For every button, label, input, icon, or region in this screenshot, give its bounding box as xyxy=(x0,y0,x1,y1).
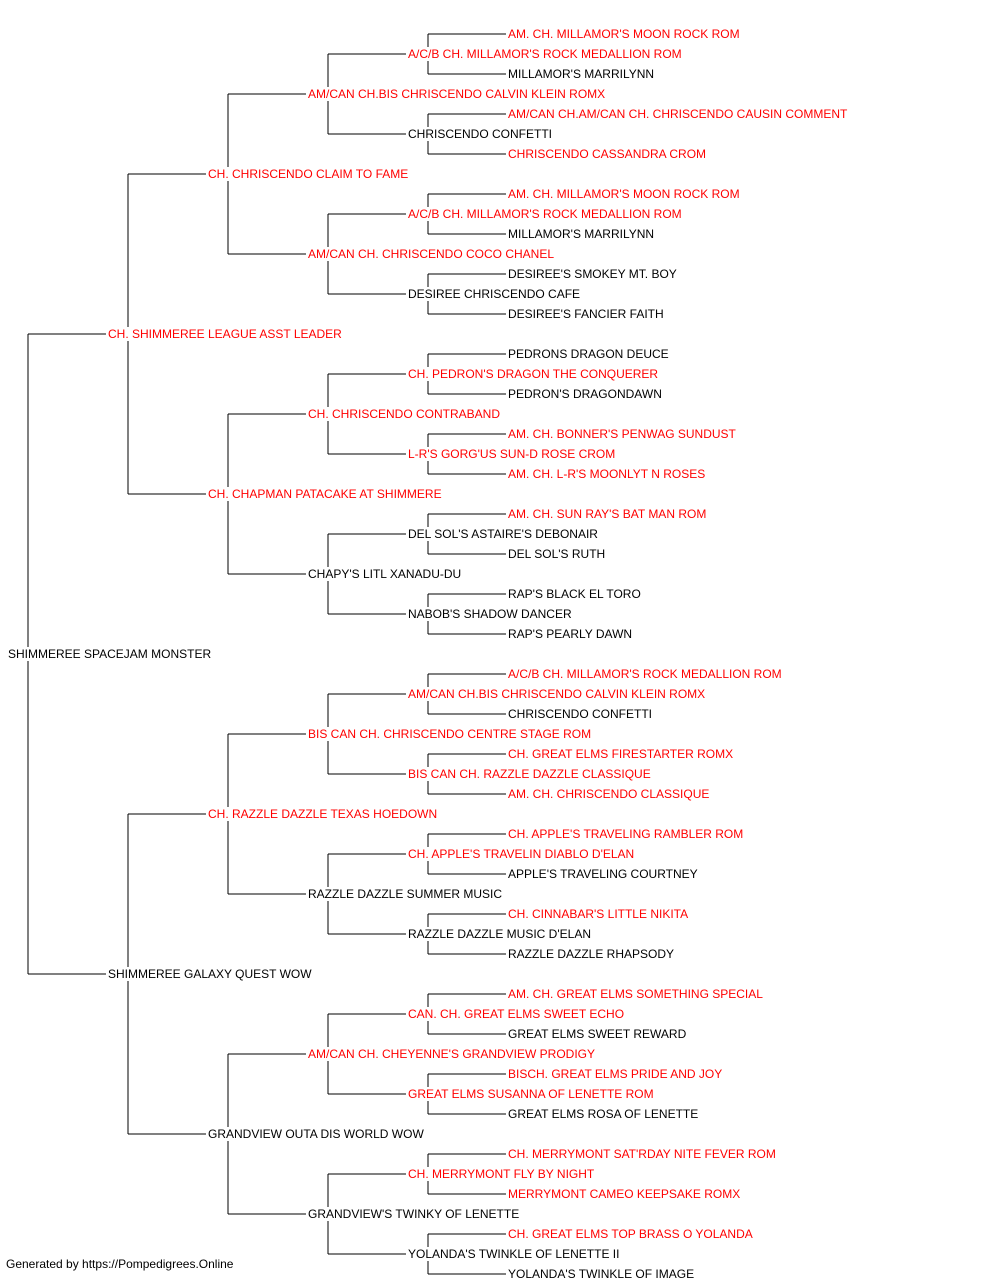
dog-ggg-grandparent-name[interactable]: CH. GREAT ELMS FIRESTARTER ROMX xyxy=(506,747,736,761)
dog-great-grandparent-name[interactable]: AM/CAN CH. CHEYENNE'S GRANDVIEW PRODIGY xyxy=(306,1047,597,1061)
dog-ggg-grandparent-name[interactable]: AM. CH. GREAT ELMS SOMETHING SPECIAL xyxy=(506,987,765,1001)
dog-ggg-grandparent-name[interactable]: RAP'S PEARLY DAWN xyxy=(506,627,635,641)
dog-grandparent-name[interactable]: CH. CHAPMAN PATACAKE AT SHIMMERE xyxy=(206,487,444,501)
dog-gg-grandparent-name[interactable]: BIS CAN CH. RAZZLE DAZZLE CLASSIQUE xyxy=(406,767,653,781)
dog-great-grandparent-name[interactable]: AM/CAN CH. CHRISCENDO COCO CHANEL xyxy=(306,247,557,261)
dog-gg-grandparent-name[interactable]: CH. PEDRON'S DRAGON THE CONQUERER xyxy=(406,367,661,381)
dog-ggg-grandparent-name[interactable]: AM. CH. BONNER'S PENWAG SUNDUST xyxy=(506,427,738,441)
dog-parent-name[interactable]: CH. SHIMMEREE LEAGUE ASST LEADER xyxy=(106,327,344,341)
dog-gg-grandparent-name[interactable]: NABOB'S SHADOW DANCER xyxy=(406,607,574,621)
dog-gg-grandparent-name[interactable]: CH. MERRYMONT FLY BY NIGHT xyxy=(406,1167,597,1181)
dog-ggg-grandparent-name[interactable]: CH. APPLE'S TRAVELING RAMBLER ROM xyxy=(506,827,746,841)
dog-grandparent-name[interactable]: CH. RAZZLE DAZZLE TEXAS HOEDOWN xyxy=(206,807,440,821)
dog-ggg-grandparent-name[interactable]: CH. MERRYMONT SAT'RDAY NITE FEVER ROM xyxy=(506,1147,778,1161)
dog-ggg-grandparent-name[interactable]: A/C/B CH. MILLAMOR'S ROCK MEDALLION ROM xyxy=(506,667,784,681)
dog-gg-grandparent-name[interactable]: CH. APPLE'S TRAVELIN DIABLO D'ELAN xyxy=(406,847,637,861)
dog-gg-grandparent-name[interactable]: DESIREE CHRISCENDO CAFE xyxy=(406,287,583,301)
dog-ggg-grandparent-name[interactable]: BISCH. GREAT ELMS PRIDE AND JOY xyxy=(506,1067,725,1081)
dog-ggg-grandparent-name[interactable]: DEL SOL'S RUTH xyxy=(506,547,608,561)
dog-gg-grandparent-name[interactable]: L-R'S GORG'US SUN-D ROSE CROM xyxy=(406,447,618,461)
dog-gg-grandparent-name[interactable]: A/C/B CH. MILLAMOR'S ROCK MEDALLION ROM xyxy=(406,207,684,221)
dog-grandparent-name[interactable]: GRANDVIEW OUTA DIS WORLD WOW xyxy=(206,1127,426,1141)
dog-root-name[interactable]: SHIMMEREE SPACEJAM MONSTER xyxy=(6,647,214,661)
dog-ggg-grandparent-name[interactable]: GREAT ELMS SWEET REWARD xyxy=(506,1027,689,1041)
dog-ggg-grandparent-name[interactable]: MILLAMOR'S MARRILYNN xyxy=(506,67,657,81)
dog-ggg-grandparent-name[interactable]: RAZZLE DAZZLE RHAPSODY xyxy=(506,947,677,961)
dog-great-grandparent-name[interactable]: GRANDVIEW'S TWINKY OF LENETTE xyxy=(306,1207,522,1221)
dog-ggg-grandparent-name[interactable]: CHRISCENDO CASSANDRA CROM xyxy=(506,147,709,161)
dog-ggg-grandparent-name[interactable]: AM. CH. L-R'S MOONLYT N ROSES xyxy=(506,467,708,481)
dog-ggg-grandparent-name[interactable]: YOLANDA'S TWINKLE OF IMAGE xyxy=(506,1267,697,1281)
dog-ggg-grandparent-name[interactable]: APPLE'S TRAVELING COURTNEY xyxy=(506,867,700,881)
dog-great-grandparent-name[interactable]: AM/CAN CH.BIS CHRISCENDO CALVIN KLEIN RO… xyxy=(306,87,608,101)
dog-gg-grandparent-name[interactable]: YOLANDA'S TWINKLE OF LENETTE II xyxy=(406,1247,622,1261)
dog-ggg-grandparent-name[interactable]: CH. GREAT ELMS TOP BRASS O YOLANDA xyxy=(506,1227,755,1241)
dog-gg-grandparent-name[interactable]: DEL SOL'S ASTAIRE'S DEBONAIR xyxy=(406,527,600,541)
dog-gg-grandparent-name[interactable]: CAN. CH. GREAT ELMS SWEET ECHO xyxy=(406,1007,627,1021)
dog-ggg-grandparent-name[interactable]: AM/CAN CH.AM/CAN CH. CHRISCENDO CAUSIN C… xyxy=(506,107,850,121)
dog-gg-grandparent-name[interactable]: CHRISCENDO CONFETTI xyxy=(406,127,554,141)
dog-ggg-grandparent-name[interactable]: PEDRONS DRAGON DEUCE xyxy=(506,347,671,361)
dog-grandparent-name[interactable]: CH. CHRISCENDO CLAIM TO FAME xyxy=(206,167,411,181)
dog-ggg-grandparent-name[interactable]: CHRISCENDO CONFETTI xyxy=(506,707,654,721)
dog-ggg-grandparent-name[interactable]: RAP'S BLACK EL TORO xyxy=(506,587,643,601)
dog-ggg-grandparent-name[interactable]: DESIREE'S FANCIER FAITH xyxy=(506,307,666,321)
dog-ggg-grandparent-name[interactable]: GREAT ELMS ROSA OF LENETTE xyxy=(506,1107,701,1121)
dog-parent-name[interactable]: SHIMMEREE GALAXY QUEST WOW xyxy=(106,967,314,981)
dog-ggg-grandparent-name[interactable]: AM. CH. SUN RAY'S BAT MAN ROM xyxy=(506,507,709,521)
dog-ggg-grandparent-name[interactable]: CH. CINNABAR'S LITTLE NIKITA xyxy=(506,907,691,921)
dog-ggg-grandparent-name[interactable]: DESIREE'S SMOKEY MT. BOY xyxy=(506,267,679,281)
dog-gg-grandparent-name[interactable]: A/C/B CH. MILLAMOR'S ROCK MEDALLION ROM xyxy=(406,47,684,61)
dog-great-grandparent-name[interactable]: BIS CAN CH. CHRISCENDO CENTRE STAGE ROM xyxy=(306,727,594,741)
dog-ggg-grandparent-name[interactable]: AM. CH. MILLAMOR'S MOON ROCK ROM xyxy=(506,187,742,201)
dog-ggg-grandparent-name[interactable]: AM. CH. CHRISCENDO CLASSIQUE xyxy=(506,787,712,801)
dog-great-grandparent-name[interactable]: CHAPY'S LITL XANADU-DU xyxy=(306,567,464,581)
dog-great-grandparent-name[interactable]: CH. CHRISCENDO CONTRABAND xyxy=(306,407,503,421)
dog-gg-grandparent-name[interactable]: RAZZLE DAZZLE MUSIC D'ELAN xyxy=(406,927,593,941)
footer-credit: Generated by https://Pompedigrees.Online xyxy=(6,1257,234,1271)
dog-ggg-grandparent-name[interactable]: PEDRON'S DRAGONDAWN xyxy=(506,387,664,401)
dog-great-grandparent-name[interactable]: RAZZLE DAZZLE SUMMER MUSIC xyxy=(306,887,505,901)
dog-ggg-grandparent-name[interactable]: MILLAMOR'S MARRILYNN xyxy=(506,227,657,241)
dog-ggg-grandparent-name[interactable]: MERRYMONT CAMEO KEEPSAKE ROMX xyxy=(506,1187,743,1201)
dog-ggg-grandparent-name[interactable]: AM. CH. MILLAMOR'S MOON ROCK ROM xyxy=(506,27,742,41)
dog-gg-grandparent-name[interactable]: GREAT ELMS SUSANNA OF LENETTE ROM xyxy=(406,1087,656,1101)
dog-gg-grandparent-name[interactable]: AM/CAN CH.BIS CHRISCENDO CALVIN KLEIN RO… xyxy=(406,687,708,701)
